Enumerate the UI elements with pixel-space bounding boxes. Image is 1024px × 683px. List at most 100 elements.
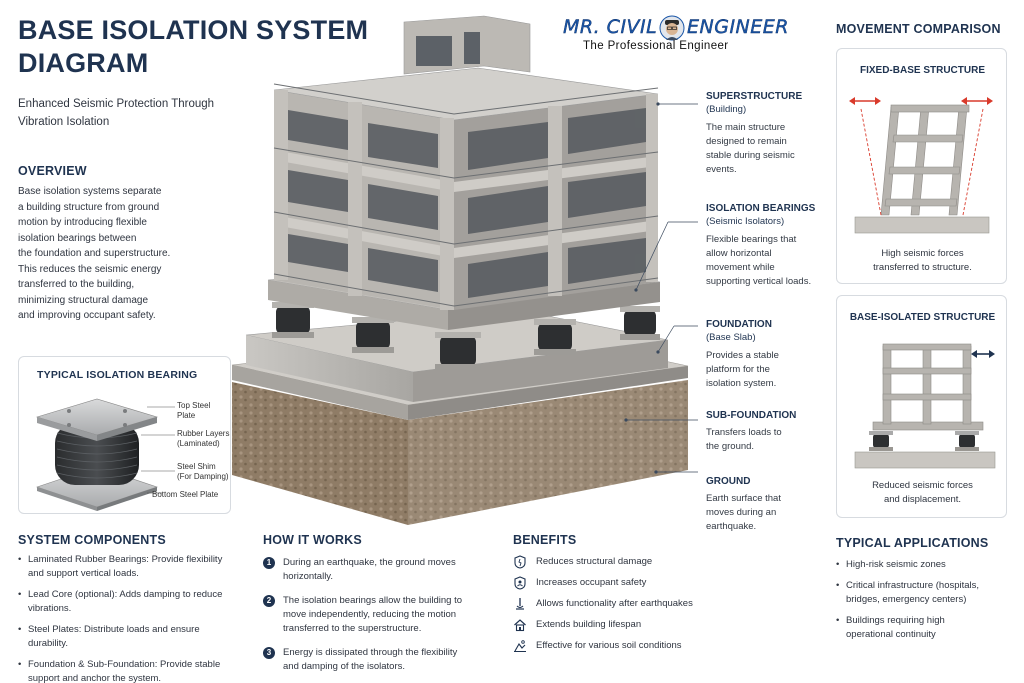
- base-isolated-title: BASE-ISOLATED STRUCTURE: [849, 312, 996, 323]
- label-rubber-layers: Rubber Layers (Laminated): [177, 429, 229, 449]
- callout-line: Flexible bearings that: [706, 234, 797, 245]
- component-text: support and anchor the system.: [28, 673, 162, 683]
- caption-line: Reduced seismic forces: [872, 480, 973, 491]
- benefit-item: Extends building lifespan: [513, 618, 723, 631]
- callout-isolation-bearings: ISOLATION BEARINGS (Seismic Isolators) F…: [706, 202, 818, 289]
- components-title: SYSTEM COMPONENTS: [18, 533, 166, 547]
- overview-line: the foundation and superstructure.: [18, 248, 171, 259]
- callout-foundation: FOUNDATION (Base Slab) Provides a stable…: [706, 318, 816, 391]
- callout-description: Transfers loads to the ground.: [706, 426, 816, 454]
- label-rubber-line2: (Laminated): [177, 439, 220, 448]
- fixed-base-title: FIXED-BASE STRUCTURE: [859, 65, 985, 76]
- step-text: and damping of the isolators.: [283, 661, 405, 672]
- benefit-label: Reduces structural damage: [536, 556, 653, 567]
- callout-line: platform for the: [706, 364, 770, 375]
- component-item: Steel Plates: Distribute loads and ensur…: [18, 623, 243, 651]
- base-isolated-card: BASE-ISOLATED STRUCTURE Reduced seismic …: [836, 295, 1007, 518]
- applications-title: TYPICAL APPLICATIONS: [836, 536, 989, 550]
- callout-subtitle: (Building): [706, 104, 747, 115]
- benefit-item: Reduces structural damage: [513, 554, 723, 569]
- how-step: 2 The isolation bearings allow the build…: [263, 594, 498, 636]
- overview-line: This reduces the seismic energy: [18, 263, 162, 275]
- benefit-label: Effective for various soil conditions: [536, 640, 682, 651]
- benefit-label: Increases occupant safety: [536, 577, 647, 588]
- bearing-illustration: [35, 398, 175, 511]
- label-top-plate: Top Steel Plate: [177, 401, 211, 420]
- benefit-item: Effective for various soil conditions: [513, 639, 723, 652]
- subtitle-line1: Enhanced Seismic Protection Through: [18, 98, 215, 110]
- overview-line: a building structure from ground: [18, 201, 160, 213]
- callout-title: FOUNDATION: [706, 319, 772, 330]
- page-title: BASE ISOLATION SYSTEM DIAGRAM: [18, 14, 368, 80]
- caption-line: and displacement.: [883, 494, 962, 505]
- callout-ground: GROUND Earth surface that moves during a…: [706, 475, 816, 534]
- callout-line: moves during an: [706, 507, 777, 518]
- component-item: Laminated Rubber Bearings: Provide flexi…: [18, 553, 243, 581]
- label-bottom-plate: Bottom Steel Plate: [152, 490, 219, 499]
- callout-line: Transfers loads to: [706, 427, 782, 438]
- step-text: During an earthquake, the ground moves: [283, 557, 456, 568]
- component-text: Lead Core (optional): Adds damping to re…: [28, 589, 223, 600]
- callout-line: earthquake.: [706, 521, 757, 532]
- benefits-list: Reduces structural damage Increases occu…: [513, 554, 723, 660]
- brand-name-right: ENGINEER: [687, 16, 789, 38]
- comparison-title: MOVEMENT COMPARISON: [836, 22, 1001, 36]
- how-step: 3 Energy is dissipated through the flexi…: [263, 646, 498, 674]
- isolator-bearings: [272, 302, 660, 370]
- application-item: Critical infrastructure (hospitals,bridg…: [836, 579, 1016, 607]
- benefits-title: BENEFITS: [513, 533, 577, 547]
- step-number: 1: [263, 557, 275, 569]
- benefit-item: Increases occupant safety: [513, 575, 723, 590]
- benefit-label: Extends building lifespan: [536, 619, 642, 630]
- brand-logo: MR. CIVIL ENGINEER The Professional Engi…: [563, 14, 803, 58]
- component-text: Foundation & Sub-Foundation: Provide sta…: [28, 659, 221, 670]
- benefit-label: Allows functionality after earthquakes: [536, 598, 693, 609]
- callout-leaders: [624, 102, 698, 474]
- callout-title: ISOLATION BEARINGS: [706, 203, 816, 214]
- page-title-line1: BASE ISOLATION SYSTEM: [18, 15, 369, 45]
- callout-line: supporting vertical loads.: [706, 276, 812, 287]
- callout-description: Earth surface that moves during an earth…: [706, 492, 816, 534]
- how-steps: 1 During an earthquake, the ground moves…: [263, 556, 498, 683]
- benefit-item: Allows functionality after earthquakes: [513, 597, 723, 610]
- label-shim-line1: Steel Shim: [177, 462, 216, 471]
- callout-line: designed to remain: [706, 136, 787, 147]
- page-subtitle: Enhanced Seismic Protection Through Vibr…: [18, 95, 214, 131]
- callout-description: Flexible bearings that allow horizontal …: [706, 233, 818, 289]
- step-text: The isolation bearings allow the buildin…: [283, 595, 463, 606]
- step-number: 2: [263, 595, 275, 607]
- step-text: move independently, reducing the motion: [283, 609, 457, 620]
- wrench-icon: [516, 597, 524, 610]
- callout-subtitle: (Base Slab): [706, 332, 756, 343]
- label-rubber-line1: Rubber Layers: [177, 429, 230, 438]
- applications-list: High-risk seismic zones Critical infrast…: [836, 558, 1016, 649]
- overview-text: Base isolation systems separate a buildi…: [18, 184, 228, 324]
- component-text: durability.: [28, 638, 68, 649]
- bearing-card-title: TYPICAL ISOLATION BEARING: [37, 369, 198, 381]
- callout-title: GROUND: [706, 476, 751, 487]
- overview-line: and improving occupant safety.: [18, 310, 156, 321]
- fixed-base-diagram: [849, 97, 993, 234]
- callout-line: the ground.: [706, 441, 755, 452]
- application-text: bridges, emergency centers): [846, 594, 967, 605]
- callout-title: SUPERSTRUCTURE: [706, 91, 803, 102]
- overview-line: isolation bearings between: [18, 232, 137, 244]
- step-text: horizontally.: [283, 571, 333, 582]
- callout-line: The main structure: [706, 122, 786, 133]
- callout-line: allow horizontal: [706, 248, 772, 259]
- callout-line: stable during seismic: [706, 150, 795, 161]
- page-title-line2: DIAGRAM: [18, 48, 149, 78]
- fixed-base-card: FIXED-BASE STRUCTURE High seismic forces: [836, 48, 1007, 284]
- label-shim-line2: (For Damping): [177, 472, 229, 481]
- how-title: HOW IT WORKS: [263, 533, 362, 547]
- component-text: and support vertical loads.: [28, 568, 139, 579]
- callout-superstructure: SUPERSTRUCTURE (Building) The main struc…: [706, 90, 816, 177]
- step-number: 3: [263, 647, 275, 659]
- callout-line: movement while: [706, 262, 775, 273]
- callout-subtitle: (Seismic Isolators): [706, 216, 785, 227]
- house-icon: [514, 618, 526, 631]
- component-item: Lead Core (optional): Adds damping to re…: [18, 588, 243, 616]
- application-text: High-risk seismic zones: [846, 559, 946, 570]
- component-text: Laminated Rubber Bearings: Provide flexi…: [28, 554, 223, 565]
- caption-line: High seismic forces: [881, 248, 964, 259]
